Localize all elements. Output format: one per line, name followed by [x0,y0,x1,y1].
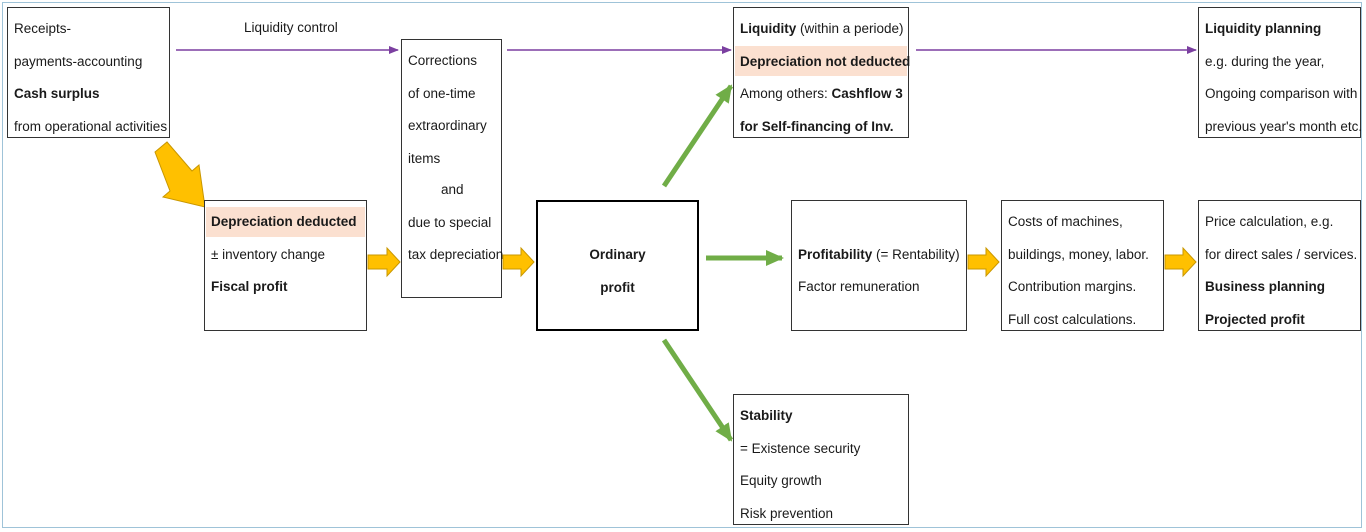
profitability-title-suffix: (= Rentability) [872,247,960,262]
profitability-title-line: Profitability (= Rentability) [798,247,960,263]
costs-line-2: buildings, money, labor. [1008,247,1149,262]
corrections-line-6: due to special [408,215,492,230]
price-line-1: Price calculation, e.g. [1205,214,1334,229]
planning-line-3: Ongoing comparison with [1205,86,1358,101]
price-line-4: Projected profit [1205,312,1305,327]
liquidity-title-line: Liquidity (within a periode) [740,21,904,37]
stability-line-2: = Existence security [740,441,861,456]
liquidity-line-3-prefix: Among others: [740,86,832,101]
yellow-arrow-fiscal-to-corrections [367,246,401,278]
yellow-arrow-costs-to-price [1164,246,1197,278]
yellow-arrow-profitability-to-costs [967,246,1000,278]
cash-line-1: Receipts- [14,21,72,36]
price-line-2: for direct sales / services. [1205,247,1358,262]
profitability-line-2: Factor remuneration [798,279,920,294]
liquidity-title-suffix: (within a periode) [796,21,904,36]
costs-box: Costs of machines, buildings, money, lab… [1001,200,1164,331]
ordinary-line-1: Ordinary [589,247,646,262]
planning-line-1: Liquidity planning [1205,21,1322,36]
corrections-line-3: extraordinary [408,118,487,133]
cash-line-2: payments-accounting [14,54,143,69]
green-arrow-to-stability [661,338,734,442]
fiscal-line-2: ± inventory change [211,247,325,262]
liquidity-title: Liquidity [740,21,797,36]
liquidity-planning-box: Liquidity planning e.g. during the year,… [1198,7,1363,138]
corrections-line-1: Corrections [408,53,478,68]
cash-line-4: from operational activities [14,119,168,134]
stability-line-4: Risk prevention [740,506,834,521]
corrections-line-5: and [441,182,464,197]
stability-box: Stability = Existence security Equity gr… [733,394,909,525]
depreciation-not-deducted-highlight [735,46,907,76]
cash-surplus-box: Receipts- payments-accounting Cash surpl… [7,7,170,138]
liquidity-highlight-text: Depreciation not deducted [740,54,911,69]
depreciation-deducted-highlight [206,207,365,237]
planning-line-2: e.g. during the year, [1205,54,1325,69]
corrections-box: Corrections of one-time extraordinary it… [401,39,504,298]
stability-line-3: Equity growth [740,473,822,488]
fiscal-line-3: Fiscal profit [211,279,288,294]
yellow-arrow-corrections-to-ordinary [502,246,535,278]
corrections-line-2: of one-time [408,86,476,101]
stability-line-1: Stability [740,408,793,423]
liquidity-control-label: Liquidity control [244,20,338,35]
liquidity-line-4: for Self-financing of Inv. [740,119,894,134]
profitability-title: Profitability [798,247,873,262]
cash-line-3: Cash surplus [14,86,100,101]
profitability-box: Profitability (= Rentability) Factor rem… [791,200,967,331]
costs-line-3: Contribution margins. [1008,279,1137,294]
price-calculation-box: Price calculation, e.g. for direct sales… [1198,200,1361,331]
price-line-3: Business planning [1205,279,1326,294]
planning-line-4: previous year's month etc. [1205,119,1363,134]
yellow-arrow-cash-to-fiscal [154,141,206,208]
green-arrow-to-liquidity [661,84,734,188]
fiscal-profit-box: Depreciation deducted ± inventory change… [204,200,367,331]
cashflow-3-label: Cashflow 3 [831,86,903,101]
fiscal-highlight-text: Depreciation deducted [211,214,357,229]
liquidity-line-3: Among others: Cashflow 3 [740,86,903,102]
costs-line-1: Costs of machines, [1008,214,1123,229]
liquidity-box: Liquidity (within a periode) Depreciatio… [733,7,911,138]
corrections-line-4: items [408,151,441,166]
ordinary-profit-box: Ordinary profit [536,200,699,331]
costs-line-4: Full cost calculations. [1008,312,1137,327]
corrections-line-7: tax depreciation [408,247,504,262]
ordinary-line-2: profit [600,280,635,295]
